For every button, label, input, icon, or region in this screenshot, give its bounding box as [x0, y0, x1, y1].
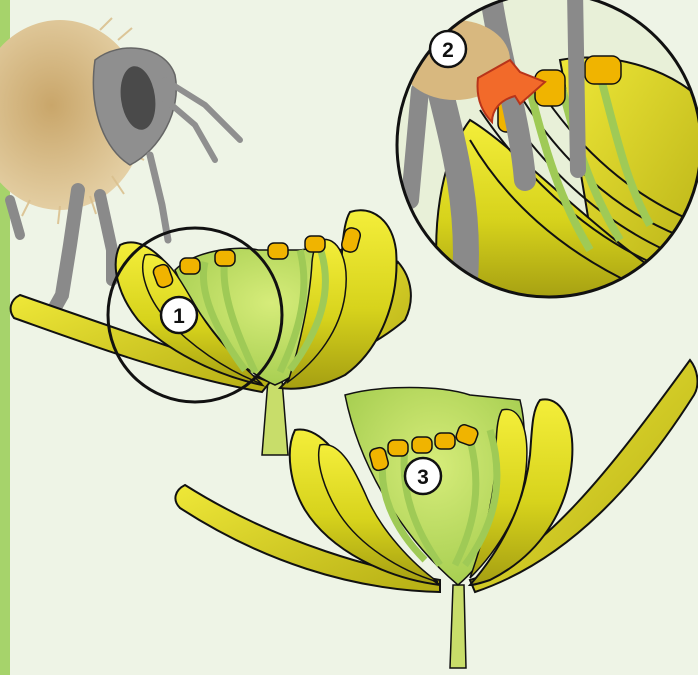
- bee-leg-3: [10, 200, 20, 235]
- marker-3-label: 3: [417, 466, 429, 489]
- zoom-inset: 2: [395, 0, 698, 300]
- flower-2: 3: [175, 360, 697, 668]
- bee-proboscis: [150, 155, 168, 240]
- marker-3: 3: [405, 458, 441, 494]
- marker-2-label: 2: [442, 39, 454, 62]
- marker-2: 2: [430, 31, 466, 67]
- bee-leg-2: [100, 195, 112, 280]
- marker-1: 1: [161, 297, 197, 333]
- flower-2-stem: [450, 585, 466, 668]
- marker-1-label: 1: [173, 305, 185, 328]
- flower-1-stem: [262, 380, 288, 455]
